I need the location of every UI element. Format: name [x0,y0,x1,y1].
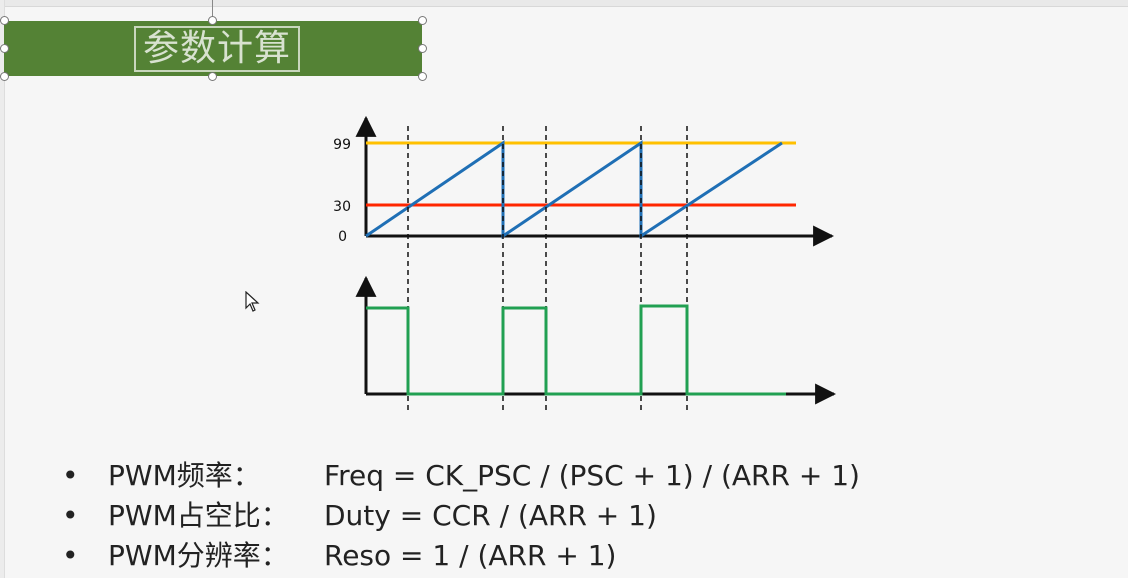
slide-left-border [0,0,5,578]
bullet-label: PWM分辨率： [108,539,289,572]
bullet-formula: Duty = CCR / (ARR + 1) [324,499,657,532]
list-item-resolution: • PWM分辨率： Reso = 1 / (ARR + 1) [62,536,962,576]
counter-sawtooth [365,140,783,239]
rotate-handle-line [212,0,213,17]
list-item-duty: • PWM占空比： Duty = CCR / (ARR + 1) [62,496,962,536]
y-tick-99: 99 [333,137,351,153]
formula-list: • PWM频率： Freq = CK_PSC / (PSC + 1) / (AR… [62,456,962,576]
resize-handle-top-right[interactable] [418,16,427,25]
y-tick-30: 30 [333,199,351,215]
bullet-dot: • [62,539,79,572]
bullet-label: PWM占空比： [108,499,289,532]
resize-handle-middle-left[interactable] [0,44,9,53]
pwm-output-signal [366,304,786,396]
title-text[interactable]: 参数计算 [134,26,300,72]
title-shape[interactable] [4,21,422,76]
resize-handle-bottom-right[interactable] [418,72,427,81]
bullet-formula: Reso = 1 / (ARR + 1) [324,539,617,572]
resize-handle-top-center[interactable] [208,16,217,25]
resize-handle-top-left[interactable] [0,16,9,25]
resize-handle-bottom-center[interactable] [208,72,217,81]
resize-handle-middle-right[interactable] [418,44,427,53]
bullet-dot: • [62,499,79,532]
resize-handle-bottom-left[interactable] [0,72,9,81]
bullet-formula: Freq = CK_PSC / (PSC + 1) / (ARR + 1) [324,459,860,492]
list-item-frequency: • PWM频率： Freq = CK_PSC / (PSC + 1) / (AR… [62,456,962,496]
y-tick-0: 0 [338,229,347,245]
mouse-cursor-icon [245,291,260,312]
slide-top-border [0,0,1128,7]
bullet-dot: • [62,459,79,492]
bullet-label: PWM频率： [108,459,261,492]
